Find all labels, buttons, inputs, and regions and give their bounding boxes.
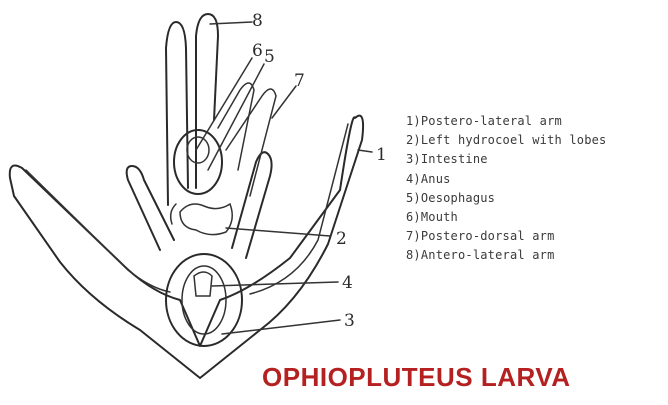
leader-line-7 (272, 86, 296, 118)
larva-outer-body (10, 116, 363, 378)
legend: 1)Postero-lateral arm 2)Left hydrocoel w… (406, 112, 606, 266)
anus (194, 272, 212, 296)
right-antero-lateral-arm (196, 14, 218, 188)
oesophagus (174, 130, 222, 194)
label-number-3: 3 (344, 311, 355, 331)
label-number-5: 5 (264, 47, 275, 67)
legend-item-oesophagus: 5)Oesophagus (406, 189, 606, 208)
leader-line-2 (226, 228, 330, 236)
legend-item-left-hydrocoel: 2)Left hydrocoel with lobes (406, 131, 606, 150)
hydrocoel-lobe-left (171, 204, 176, 224)
mouth (187, 137, 209, 163)
legend-item-antero-lateral-arm: 8)Antero-lateral arm (406, 246, 606, 265)
diagram-title: OPHIOPLUTEUS LARVA (262, 362, 571, 393)
legend-item-postero-lateral-arm: 1)Postero-lateral arm (406, 112, 606, 131)
inner-arm-ridge-left (218, 83, 254, 170)
legend-item-intestine: 3)Intestine (406, 150, 606, 169)
label-number-4: 4 (342, 273, 353, 293)
right-postero-lateral-arm-inner (250, 124, 348, 294)
leader-line-3 (222, 320, 340, 334)
label-number-1: 1 (376, 145, 387, 165)
hydrocoel-lobes (180, 204, 232, 235)
leader-line-1 (358, 150, 372, 152)
label-number-8: 8 (252, 11, 263, 31)
legend-item-mouth: 6)Mouth (406, 208, 606, 227)
leader-line-4 (212, 282, 338, 286)
legend-item-anus: 4)Anus (406, 170, 606, 189)
label-number-6: 6 (252, 41, 263, 61)
legend-item-postero-dorsal-arm: 7)Postero-dorsal arm (406, 227, 606, 246)
label-number-2: 2 (336, 229, 347, 249)
label-number-7: 7 (294, 71, 305, 91)
